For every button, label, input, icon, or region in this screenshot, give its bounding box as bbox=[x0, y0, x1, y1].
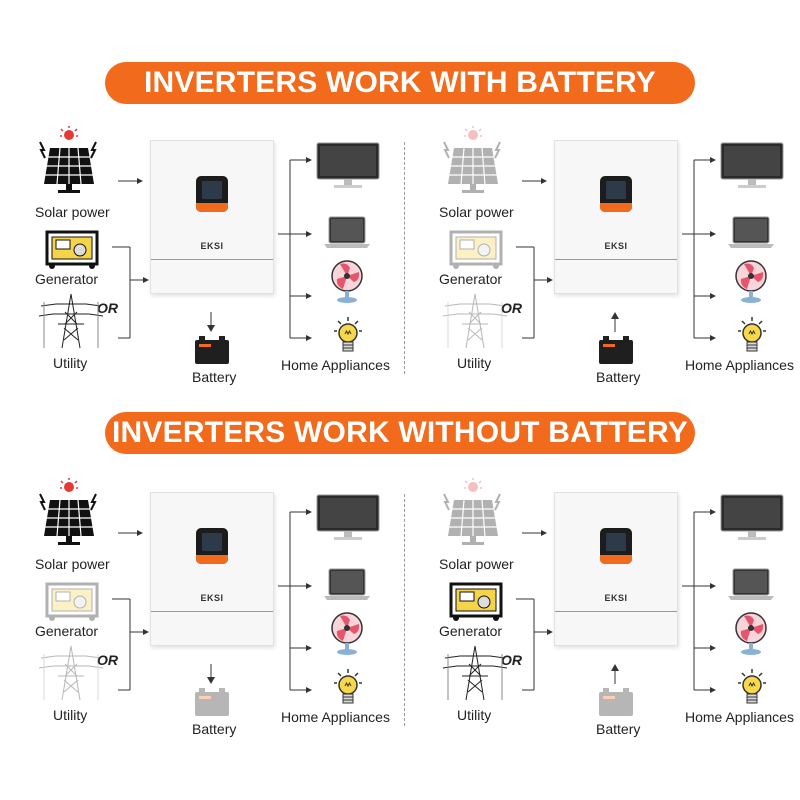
banner-with-battery: INVERTERS WORK WITH BATTERY bbox=[105, 62, 695, 104]
laptop-icon bbox=[727, 568, 775, 607]
light-bulb-icon bbox=[737, 668, 767, 711]
home-appliances-label: Home Appliances bbox=[281, 357, 390, 373]
laptop-icon bbox=[323, 216, 371, 255]
light-bulb-icon bbox=[737, 316, 767, 359]
solar-panel-icon bbox=[34, 126, 104, 201]
banner-without-battery: INVERTERS WORK WITHOUT BATTERY bbox=[105, 412, 695, 454]
battery-icon bbox=[193, 335, 231, 370]
or-label: OR bbox=[97, 300, 118, 316]
inverter-unit: EKSI bbox=[554, 492, 678, 646]
wiring bbox=[516, 509, 716, 693]
battery-label: Battery bbox=[596, 721, 641, 737]
solar-panel-icon bbox=[34, 478, 104, 553]
utility-label: Utility bbox=[457, 355, 492, 371]
wiring bbox=[516, 157, 716, 341]
battery-icon bbox=[597, 335, 635, 370]
utility-label: Utility bbox=[53, 707, 88, 723]
fan-icon bbox=[734, 612, 768, 661]
section-divider bbox=[404, 494, 405, 726]
generator-label: Generator bbox=[439, 623, 503, 639]
light-bulb-icon bbox=[333, 316, 363, 359]
inverter-brand: EKSI bbox=[200, 241, 224, 251]
inverter-display bbox=[600, 528, 632, 564]
laptop-icon bbox=[323, 568, 371, 607]
monitor-icon bbox=[720, 494, 784, 547]
monitor-icon bbox=[316, 494, 380, 547]
inverter-brand: EKSI bbox=[200, 593, 224, 603]
utility-tower-icon bbox=[36, 292, 106, 355]
or-label: OR bbox=[501, 300, 522, 316]
utility-tower-icon bbox=[440, 644, 510, 707]
utility-label: Utility bbox=[457, 707, 492, 723]
solar-label: Solar power bbox=[439, 556, 514, 572]
generator-icon bbox=[448, 228, 504, 275]
battery-label: Battery bbox=[596, 369, 641, 385]
solar-panel-icon bbox=[438, 126, 508, 201]
battery-icon bbox=[193, 687, 231, 722]
generator-icon bbox=[448, 580, 504, 627]
home-appliances-label: Home Appliances bbox=[685, 357, 794, 373]
inverter-display bbox=[196, 176, 228, 212]
laptop-icon bbox=[727, 216, 775, 255]
utility-tower-icon bbox=[440, 292, 510, 355]
monitor-icon bbox=[720, 142, 784, 195]
inverter-brand: EKSI bbox=[604, 593, 628, 603]
generator-label: Generator bbox=[35, 271, 99, 287]
or-label: OR bbox=[97, 652, 118, 668]
utility-tower-icon bbox=[36, 644, 106, 707]
battery-label: Battery bbox=[192, 721, 237, 737]
inverter-unit: EKSI bbox=[150, 140, 274, 294]
monitor-icon bbox=[316, 142, 380, 195]
home-appliances-label: Home Appliances bbox=[685, 709, 794, 725]
solar-panel-icon bbox=[438, 478, 508, 553]
fan-icon bbox=[330, 260, 364, 309]
battery-label: Battery bbox=[192, 369, 237, 385]
generator-label: Generator bbox=[35, 623, 99, 639]
inverter-brand: EKSI bbox=[604, 241, 628, 251]
inverter-display bbox=[196, 528, 228, 564]
battery-icon bbox=[597, 687, 635, 722]
inverter-display bbox=[600, 176, 632, 212]
wiring bbox=[112, 157, 312, 341]
home-appliances-label: Home Appliances bbox=[281, 709, 390, 725]
fan-icon bbox=[330, 612, 364, 661]
section-divider bbox=[404, 142, 405, 374]
inverter-unit: EKSI bbox=[554, 140, 678, 294]
solar-label: Solar power bbox=[35, 204, 110, 220]
solar-label: Solar power bbox=[439, 204, 514, 220]
or-label: OR bbox=[501, 652, 522, 668]
generator-label: Generator bbox=[439, 271, 503, 287]
light-bulb-icon bbox=[333, 668, 363, 711]
fan-icon bbox=[734, 260, 768, 309]
utility-label: Utility bbox=[53, 355, 88, 371]
inverter-unit: EKSI bbox=[150, 492, 274, 646]
generator-icon bbox=[44, 580, 100, 627]
generator-icon bbox=[44, 228, 100, 275]
wiring bbox=[112, 509, 312, 693]
solar-label: Solar power bbox=[35, 556, 110, 572]
